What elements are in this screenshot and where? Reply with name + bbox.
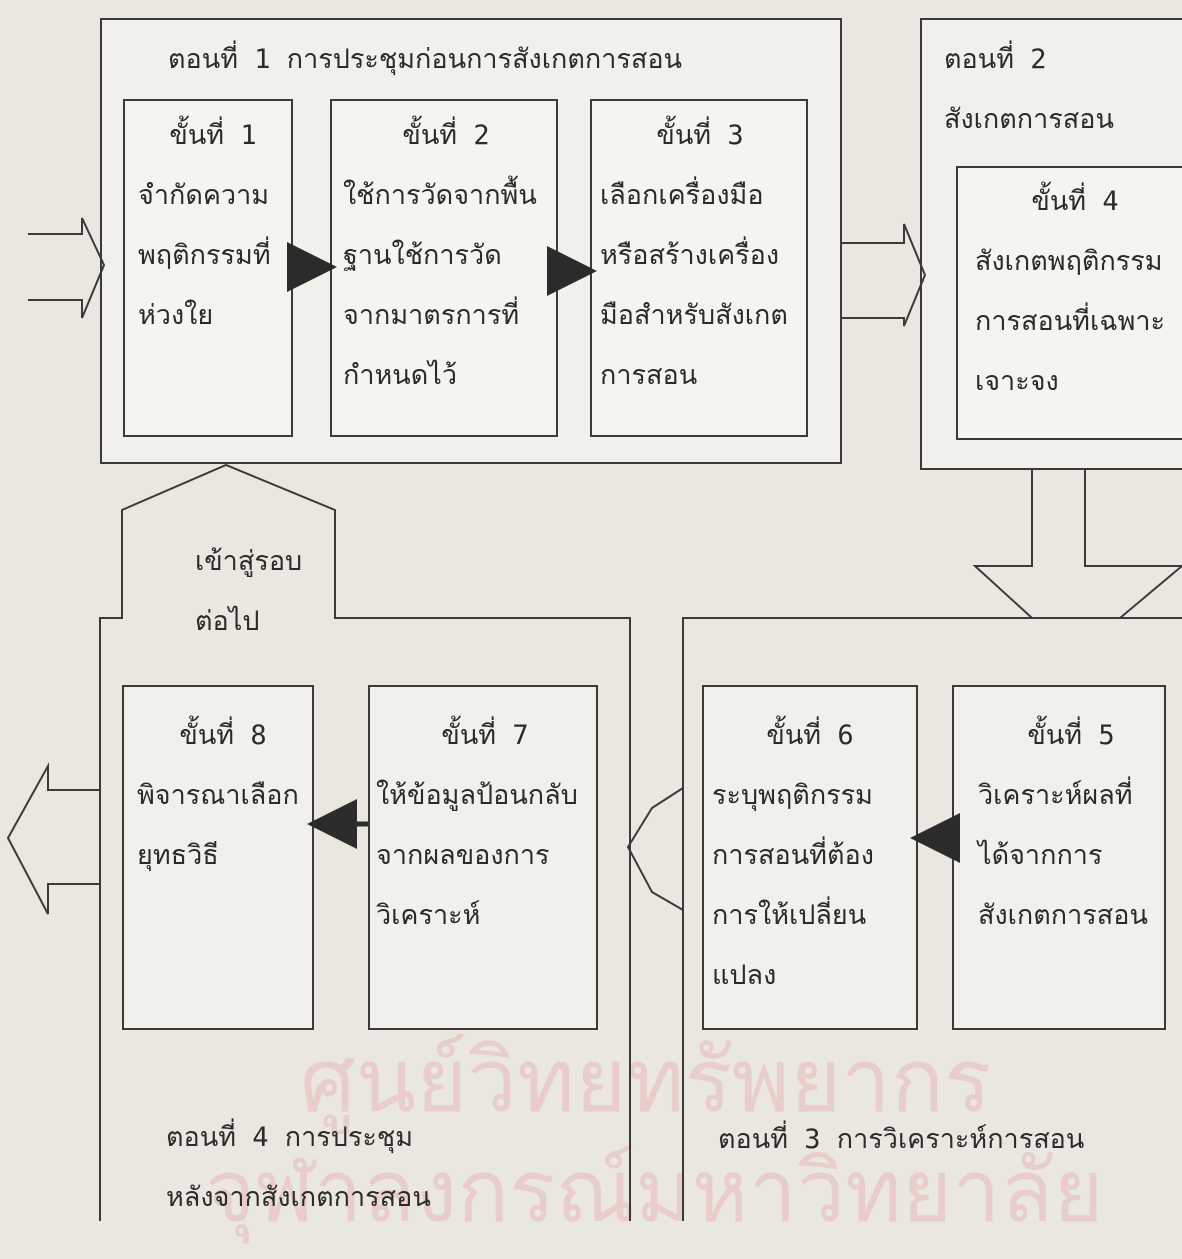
step-3-line-3: มือสำหรับสังเกต	[600, 300, 788, 331]
arrow-input-into-stage1	[28, 217, 106, 319]
next-cycle-label: เข้าสู่รอบ ต่อไป	[195, 532, 302, 652]
step-6-text: ขั้นที่ 6 ระบุพฤติกรรม การสอนที่ต้อง การ…	[712, 706, 908, 1006]
step-7-box	[368, 685, 598, 1030]
stage-4-outline	[99, 463, 631, 1221]
step-4-title: ขั้นที่ 4	[1031, 186, 1119, 217]
step-4-box	[956, 166, 1182, 440]
step-5-title: ขั้นที่ 5	[1027, 720, 1115, 751]
connectors	[6, 217, 1182, 1221]
stage-4-label-line-2: หลังจากสังเกตการสอน	[166, 1182, 431, 1213]
step-7-line-3: วิเคราะห์	[376, 900, 481, 931]
stage-3-outline	[682, 617, 1182, 1221]
step-7-line-2: จากผลของการ	[376, 840, 550, 871]
stage-4-label-line-1: ตอนที่ 4 การประชุม	[166, 1122, 414, 1153]
step-1-box	[123, 99, 293, 437]
step-2-line-3: จากมาตรการที่	[343, 300, 520, 331]
step-8-line-2: ยุทธวิธี	[137, 840, 219, 871]
step-5-text: ขั้นที่ 5 วิเคราะห์ผลที่ ได้จากการ สังเก…	[978, 706, 1164, 946]
step-5-line-2: ได้จากการ	[978, 840, 1103, 871]
step-3-line-2: หรือสร้างเครื่อง	[600, 240, 780, 271]
step-3-line-4: การสอน	[600, 360, 698, 391]
next-cycle-label-line-1: เข้าสู่รอบ	[195, 546, 303, 577]
step-6-line-2: การสอนที่ต้อง	[712, 840, 874, 871]
step-2-text: ขั้นที่ 2 ใช้การวัดจากพื้น ฐานใช้การวัด …	[343, 106, 549, 406]
step-2-line-1: ใช้การวัดจากพื้น	[343, 180, 537, 211]
step-6-line-1: ระบุพฤติกรรม	[712, 780, 873, 811]
step-1-title: ขั้นที่ 1	[169, 120, 257, 151]
step-7-line-1: ให้ข้อมูลป้อนกลับ	[376, 780, 578, 811]
step-3-line-1: เลือกเครื่องมือ	[600, 180, 764, 211]
stage-3-label: ตอนที่ 3 การวิเคราะห์การสอน	[718, 1124, 1085, 1155]
step-1-line-3: ห่วงใย	[138, 300, 214, 331]
step-8-title: ขั้นที่ 8	[179, 720, 267, 751]
step-3-text: ขั้นที่ 3 เลือกเครื่องมือ หรือสร้างเครื่…	[600, 106, 800, 406]
step-8-text: ขั้นที่ 8 พิจารณาเลือก ยุทธวิธี	[137, 706, 309, 886]
step-6-line-4: แปลง	[712, 960, 777, 991]
step-1-text: ขั้นที่ 1 จำกัดความ พฤติกรรมที่ ห่วงใย	[138, 106, 288, 346]
step-2-line-2: ฐานใช้การวัด	[343, 240, 502, 271]
stage-1-label: ตอนที่ 1 การประชุมก่อนการสังเกตการสอน	[168, 44, 683, 75]
step-1-line-1: จำกัดความ	[138, 180, 270, 211]
step-5-line-3: สังเกตการสอน	[978, 900, 1148, 931]
step-5-box	[952, 685, 1166, 1030]
step-6-box	[702, 685, 918, 1030]
step-6-title: ขั้นที่ 6	[766, 720, 854, 751]
step-6-line-3: การให้เปลี่ยน	[712, 900, 867, 931]
stage-2-label-line-2: สังเกตการสอน	[944, 104, 1114, 135]
step-3-title: ขั้นที่ 3	[656, 120, 744, 151]
step-5-line-1: วิเคราะห์ผลที่	[978, 780, 1133, 811]
next-cycle-label-line-2: ต่อไป	[195, 606, 260, 637]
arrow-stage3-to-stage4	[626, 787, 684, 911]
step-8-line-1: พิจารณาเลือก	[137, 780, 299, 811]
step-3-box	[590, 99, 808, 437]
stage-2-label: ตอนที่ 2 สังเกตการสอน	[944, 30, 1114, 150]
arrow-stage2-to-stage3	[972, 470, 1182, 619]
diagram-page: ศูนย์วิทยทรัพยากร จุฬาลงกรณ์มหาวิทยาลัย	[6, 18, 1182, 1242]
step-4-text: ขั้นที่ 4 สังเกตพฤติกรรม การสอนที่เฉพาะ …	[975, 172, 1175, 412]
arrow-stage1-to-stage2	[842, 223, 927, 327]
step-4-line-2: การสอนที่เฉพาะ	[975, 306, 1166, 337]
step-4-line-1: สังเกตพฤติกรรม	[975, 246, 1163, 277]
step-4-line-3: เจาะจง	[975, 366, 1059, 397]
stage-4-label: ตอนที่ 4 การประชุม หลังจากสังเกตการสอน	[166, 1108, 431, 1228]
step-1-line-2: พฤติกรรมที่	[138, 240, 271, 271]
arrow-output-from-stage4	[6, 762, 100, 915]
step-7-title: ขั้นที่ 7	[441, 720, 529, 751]
step-8-box	[122, 685, 314, 1030]
step-2-line-4: กำหนดไว้	[343, 360, 458, 391]
stage-2-label-line-1: ตอนที่ 2	[944, 44, 1047, 75]
step-7-text: ขั้นที่ 7 ให้ข้อมูลป้อนกลับ จากผลของการ …	[376, 706, 594, 946]
step-2-title: ขั้นที่ 2	[402, 120, 490, 151]
